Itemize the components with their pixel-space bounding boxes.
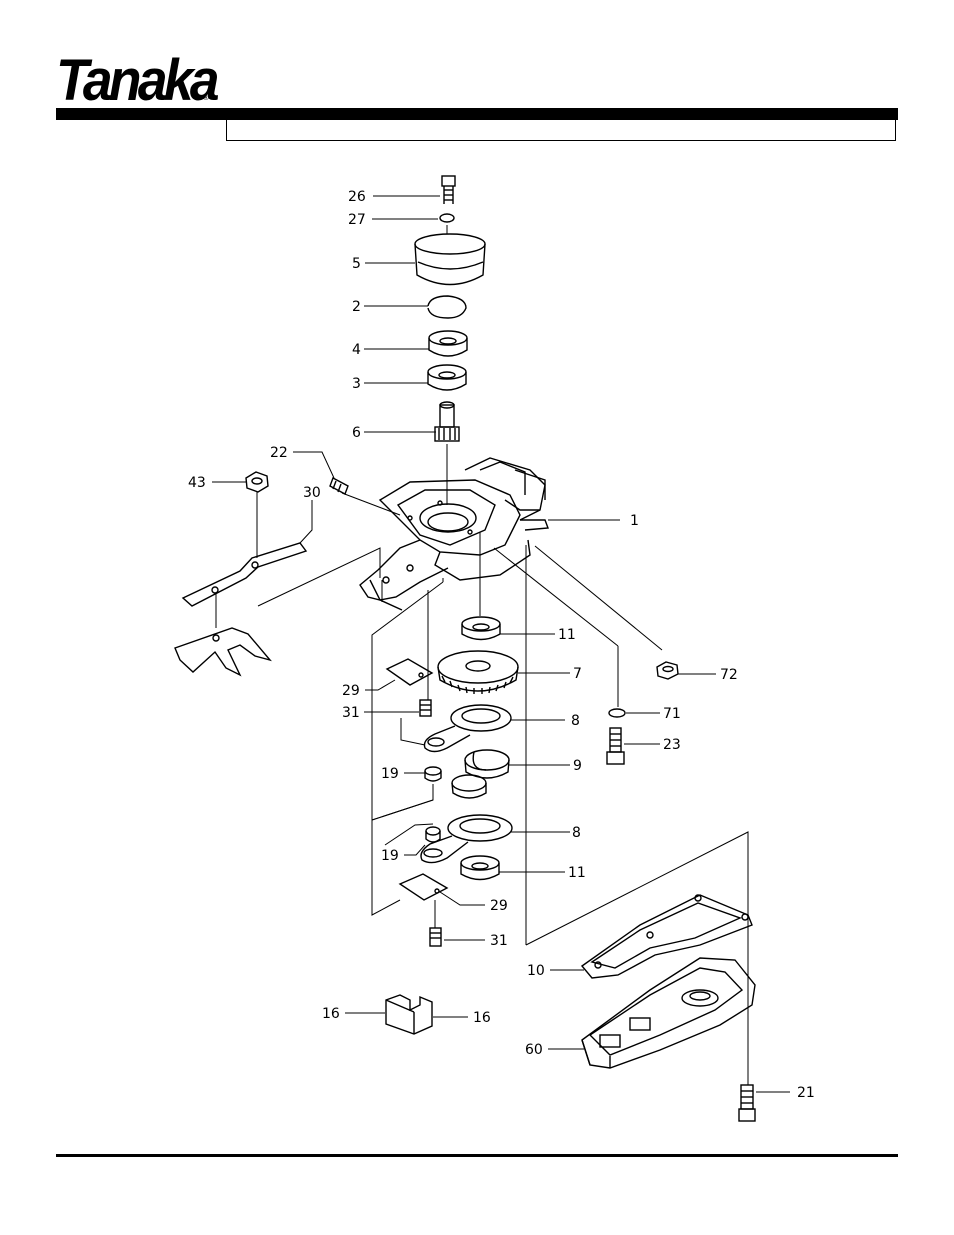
label-10: 10	[527, 963, 545, 979]
part-10-gasket	[580, 894, 753, 979]
part-3-bearing	[427, 364, 467, 391]
blade-fragment	[174, 627, 272, 677]
label-16-right: 16	[473, 1010, 491, 1026]
part-1-gear-case	[359, 457, 549, 611]
label-29-upper: 29	[342, 683, 360, 699]
label-11-upper: 11	[558, 627, 576, 643]
label-16-left: 16	[322, 1006, 340, 1022]
part-26-bolt	[441, 175, 456, 204]
label-27: 27	[348, 212, 366, 228]
part-43-nut	[245, 471, 269, 493]
registered-mark: ®	[203, 93, 209, 102]
part-19-spacer-upper	[424, 766, 442, 782]
part-27-washer	[439, 213, 455, 223]
part-11-bearing-lower	[460, 855, 500, 881]
part-21-bolt	[738, 1084, 756, 1122]
label-1: 1	[630, 513, 639, 529]
part-8-rod-upper	[423, 704, 512, 753]
label-31-upper: 31	[342, 705, 360, 721]
part-71-washer	[608, 708, 626, 718]
part-19-spacer-lower	[425, 826, 441, 843]
label-4: 4	[352, 342, 361, 358]
part-60-cover	[581, 957, 756, 1069]
label-9: 9	[573, 758, 582, 774]
label-22: 22	[270, 445, 288, 461]
part-16-block	[385, 994, 433, 1035]
part-31-screw-lower	[429, 927, 442, 947]
label-43: 43	[188, 475, 206, 491]
label-19-upper: 19	[381, 766, 399, 782]
footer-rule	[56, 1154, 898, 1157]
part-30-plate	[181, 542, 308, 607]
header-bar	[56, 108, 898, 120]
label-26: 26	[348, 189, 366, 205]
part-8-rod-lower	[420, 814, 513, 864]
part-31-screw-upper	[419, 699, 432, 717]
part-7-gear	[437, 650, 519, 694]
part-29-plate-upper	[385, 658, 434, 686]
label-31-lower: 31	[490, 933, 508, 949]
label-72: 72	[720, 667, 738, 683]
leader-lines	[212, 195, 790, 1093]
part-9-cam	[451, 749, 510, 799]
title-box	[226, 120, 896, 141]
part-11-bearing-upper	[461, 616, 501, 641]
label-3: 3	[352, 376, 361, 392]
label-21: 21	[797, 1085, 815, 1101]
label-11-lower: 11	[568, 865, 586, 881]
part-6-shaft	[434, 401, 460, 442]
label-7: 7	[573, 666, 582, 682]
label-30: 30	[303, 485, 321, 501]
label-2: 2	[352, 299, 361, 315]
part-4-bearing	[428, 330, 468, 357]
label-19-lower: 19	[381, 848, 399, 864]
label-23: 23	[663, 737, 681, 753]
label-8-lower: 8	[572, 825, 581, 841]
part-2-snap-ring	[427, 295, 467, 319]
part-23-bolt	[606, 727, 625, 765]
label-60: 60	[525, 1042, 543, 1058]
tanaka-logo: Tanaka	[56, 48, 220, 113]
label-5: 5	[352, 256, 361, 272]
label-71: 71	[663, 706, 681, 722]
label-29-lower: 29	[490, 898, 508, 914]
part-29-plate-lower	[398, 873, 449, 901]
label-6: 6	[352, 425, 361, 441]
part-72-nut	[656, 661, 679, 680]
part-22-grease-fitting	[329, 477, 349, 495]
label-8-upper: 8	[571, 713, 580, 729]
part-5-cup	[414, 233, 486, 286]
